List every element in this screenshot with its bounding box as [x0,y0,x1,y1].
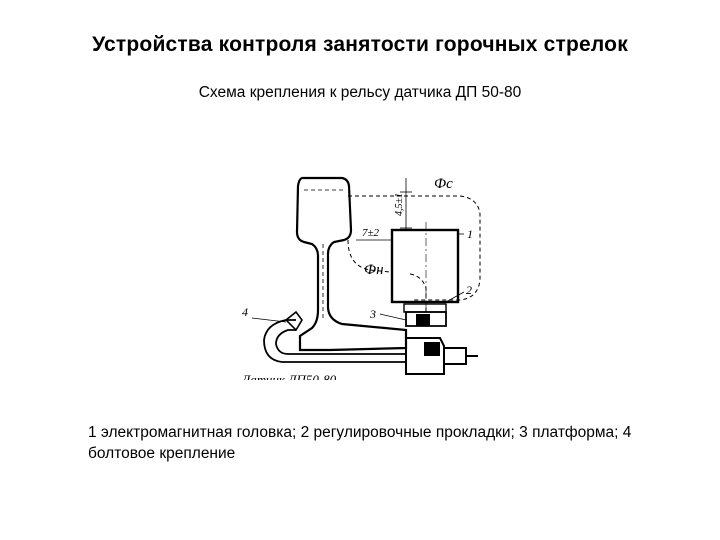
dim-vertical-label: 4,5±1 [394,193,405,216]
legend-caption: 1 электромагнитная головка; 2 регулирово… [88,424,632,462]
callout-3: 3 [369,307,376,321]
dim-gap-label: 7±2 [362,227,380,239]
callout-1: 1 [467,227,473,241]
slide-title: Устройства контроля занятости горочных с… [92,33,628,56]
adjusting-shims [403,303,447,313]
magnetic-flux-upper [348,195,481,301]
rail-profile [295,176,408,352]
phi-n-label: Фн [364,262,384,278]
platform [405,311,447,327]
sensor-mounting-diagram: 4,5±1 Фс 7±2 1 Фн 2 3 4 Датчик ДП50-80 [230,170,500,387]
phi-c-label: Фс [434,176,453,192]
hook-bolt [263,319,406,363]
magnetic-flux-lower [347,239,427,320]
electromagnetic-head [390,228,460,304]
diagram-subtitle: Схема крепления к рельсу датчика ДП 50-8… [198,84,522,101]
callout-4: 4 [242,305,248,319]
callout-2: 2 [466,283,472,297]
cropped-figure-caption: Датчик ДП50-80 [240,372,337,380]
